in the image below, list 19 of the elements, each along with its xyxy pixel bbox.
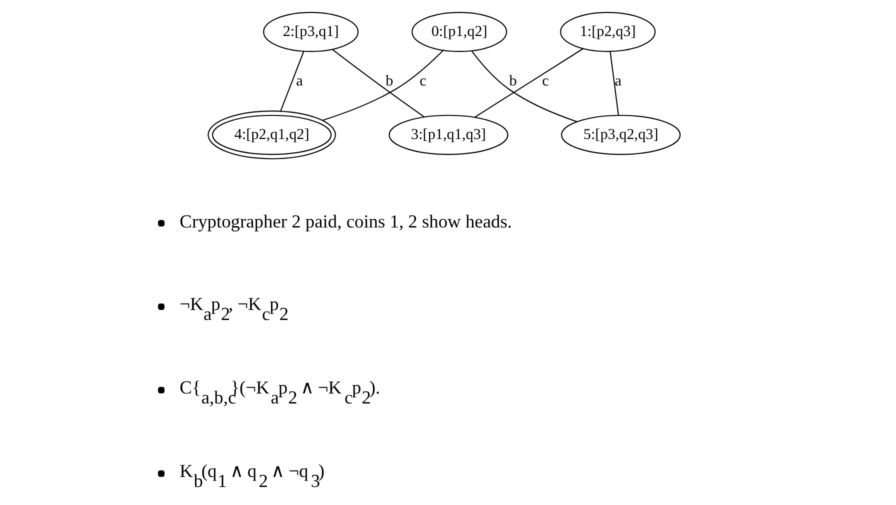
node-ellipse: 2:[p3,q1] [262, 12, 358, 52]
connector [474, 48, 583, 118]
connector [322, 50, 443, 121]
connector [471, 50, 577, 122]
connector [280, 51, 304, 112]
node-ellipse: 3:[p1,q1,q3] [388, 114, 508, 155]
edge-label: c [419, 72, 426, 90]
edge-label: b [385, 72, 393, 90]
node-ellipse: 4:[p2,q1,q2] [207, 110, 336, 160]
node-ellipse: 0:[p1,q2] [411, 12, 507, 52]
label: Cryptographer 2 paid, coins 1, 2 show heads. [179, 212, 512, 232]
connector [609, 51, 618, 116]
node-ellipse: 5:[p3,q2,q3] [560, 114, 680, 155]
node-ellipse: 1:[p2,q3] [560, 12, 656, 52]
edge-label: b [508, 72, 516, 90]
edge-label: a [614, 72, 621, 90]
connector [331, 49, 424, 118]
edge-label: c [542, 72, 548, 90]
edge-label: a [296, 72, 302, 90]
